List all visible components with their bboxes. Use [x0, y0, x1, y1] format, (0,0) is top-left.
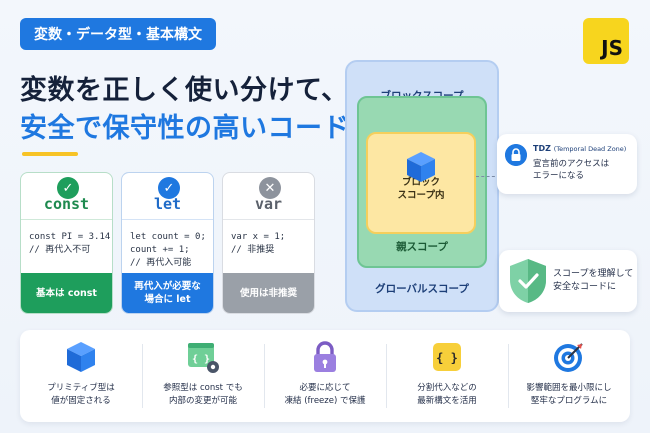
tdz-title: TDZ (Temporal Dead Zone): [533, 144, 627, 153]
cross-icon: ✕: [259, 177, 281, 199]
var-title: var: [254, 195, 283, 213]
parent-scope-label: 親スコープ: [396, 241, 448, 253]
safe-callout: スコープを理解して 安全なコードに: [499, 250, 637, 312]
svg-text:{ }: { }: [192, 354, 210, 365]
check-icon: ✓: [158, 177, 180, 199]
feature-divider: [264, 344, 265, 408]
feature-divider: [386, 344, 387, 408]
safe-text: スコープを理解して 安全なコードに: [553, 269, 634, 292]
braces-icon: { }: [433, 343, 461, 371]
let-code: let count = 0; count += 1; // 再代入可能: [130, 232, 206, 268]
feature-item: 影響範囲を最小限にし 堅牢なプログラムに: [508, 330, 630, 422]
target-icon: [554, 343, 583, 372]
svg-text:{ }: { }: [436, 351, 458, 365]
feature-panel: プリミティブ型は 値が固定される { } 参照型は const でも 内部の変更…: [20, 330, 630, 422]
var-footer: 使用は非推奨: [223, 273, 314, 313]
headline-line1: 変数を正しく使い分けて、: [20, 75, 349, 106]
feature-item: { } 参照型は const でも 内部の変更が可能: [142, 330, 264, 422]
feature-text: 影響範囲を最小限にし 堅牢なプログラムに: [526, 383, 612, 406]
card-divider: [21, 219, 112, 220]
tdz-connector: [476, 176, 516, 177]
tdz-callout: TDZ (Temporal Dead Zone) 宣言前のアクセスは エラーにな…: [497, 134, 637, 194]
lock-icon: [314, 341, 336, 372]
inner-block-scope: ブロック スコープ内: [366, 132, 476, 234]
inner-scope-label: ブロック スコープ内: [397, 177, 445, 201]
let-footer: 再代入が必要な 場合に let: [122, 273, 213, 313]
card-divider: [122, 219, 213, 220]
var-code: var x = 1; // 非推奨: [231, 232, 286, 255]
headline-line2: 安全で保守性の高いコードへ: [20, 113, 378, 144]
feature-divider: [142, 344, 143, 408]
shield-icon: [510, 259, 546, 303]
card-divider: [223, 219, 314, 220]
cube-icon: [67, 342, 95, 372]
feature-item: { } 分割代入などの 最新構文を活用: [386, 330, 508, 422]
check-icon: ✓: [57, 177, 79, 199]
var-card: ✕ var var x = 1; // 非推奨 使用は非推奨: [222, 172, 315, 314]
feature-item: 必要に応じて 凍結 (freeze) で保護: [264, 330, 386, 422]
feature-item: プリミティブ型は 値が固定される: [20, 330, 142, 422]
feature-text: 必要に応じて 凍結 (freeze) で保護: [284, 383, 366, 406]
cube-icon: [407, 152, 435, 182]
tdz-desc: 宣言前のアクセスは エラーになる: [533, 159, 610, 181]
const-card: ✓ const const PI = 3.14; // 再代入不可 基本は co…: [20, 172, 113, 314]
const-code: const PI = 3.14; // 再代入不可: [29, 232, 113, 255]
accent-underline: [22, 152, 78, 156]
feature-text: 参照型は const でも 内部の変更が可能: [163, 383, 243, 406]
feature-text: プリミティブ型は 値が固定される: [47, 383, 115, 406]
topic-tag: 変数・データ型・基本構文: [20, 18, 216, 50]
js-logo: JS: [583, 18, 629, 64]
feature-text: 分割代入などの 最新構文を活用: [417, 383, 477, 406]
code-gear-icon: { }: [188, 343, 219, 373]
global-scope-label: グローバルスコープ: [375, 283, 469, 295]
feature-divider: [508, 344, 509, 408]
let-title: let: [153, 195, 182, 213]
let-card: ✓ let let count = 0; count += 1; // 再代入可…: [121, 172, 214, 314]
lock-icon: [505, 144, 527, 166]
const-title: const: [43, 195, 90, 213]
const-footer: 基本は const: [21, 273, 112, 313]
